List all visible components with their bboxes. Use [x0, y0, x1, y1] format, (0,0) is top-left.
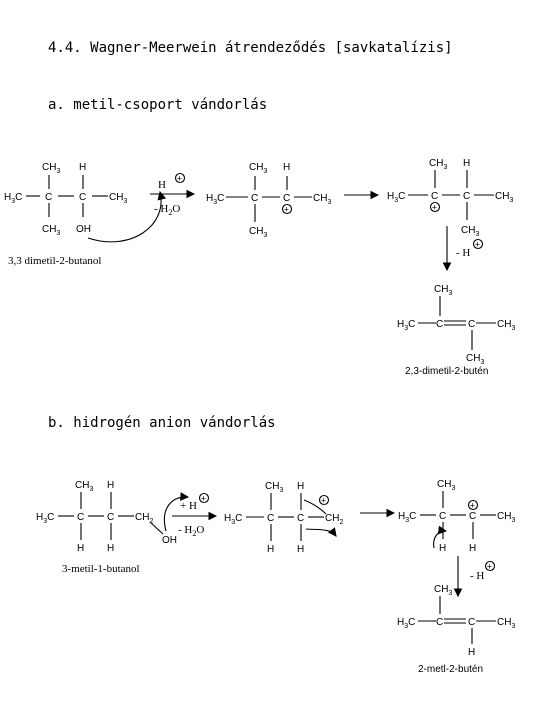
- page-title: 4.4. Wagner-Meerwein átrendeződés [savka…: [48, 40, 453, 56]
- reaction-arrow-a3: - H +: [442, 226, 484, 272]
- svg-text:C: C: [436, 319, 443, 330]
- svg-text:C: C: [439, 511, 446, 522]
- svg-text:+: +: [475, 240, 480, 250]
- svg-text:H3C: H3C: [398, 511, 416, 524]
- svg-text:H: H: [297, 481, 304, 492]
- svg-text:H: H: [107, 543, 114, 554]
- svg-text:C: C: [469, 511, 476, 522]
- molecule-a3: H3C C C CH3 CH3 H CH3 +: [387, 158, 513, 238]
- svg-text:+: +: [177, 174, 182, 184]
- svg-text:H3C: H3C: [4, 192, 22, 205]
- svg-text:H3C: H3C: [397, 617, 415, 630]
- svg-text:OH: OH: [76, 224, 91, 235]
- svg-text:CH2: CH2: [135, 512, 153, 525]
- svg-text:CH3: CH3: [249, 162, 267, 175]
- svg-text:H: H: [463, 158, 470, 169]
- curved-arrow-a: [87, 190, 167, 243]
- molecule-a4: H3C C C CH3 CH3 CH3: [397, 284, 515, 366]
- svg-text:+: +: [432, 203, 437, 213]
- svg-text:- H: - H: [470, 570, 484, 582]
- svg-text:C: C: [45, 192, 52, 203]
- svg-text:C: C: [107, 512, 114, 523]
- svg-text:CH3: CH3: [42, 162, 60, 175]
- reaction-arrow-b3: - H +: [453, 556, 496, 598]
- svg-text:H: H: [107, 480, 114, 491]
- svg-text:H3C: H3C: [224, 513, 242, 526]
- svg-text:H: H: [77, 543, 84, 554]
- svg-text:CH3: CH3: [429, 158, 447, 171]
- svg-text:C: C: [79, 192, 86, 203]
- svg-text:CH3: CH3: [466, 353, 484, 366]
- svg-text:H: H: [283, 162, 290, 173]
- svg-text:C: C: [77, 512, 84, 523]
- svg-text:H: H: [158, 179, 166, 191]
- molecule-b2: H3C C C CH2 CH3 H H H +: [224, 481, 343, 555]
- svg-text:C: C: [436, 617, 443, 628]
- svg-text:+: +: [321, 496, 326, 506]
- product-name-a: 2,3-dimetil-2-butén: [405, 366, 488, 377]
- reaction-arrow-b1: + H + - H2O: [172, 492, 218, 538]
- svg-text:H3C: H3C: [397, 319, 415, 332]
- svg-text:CH3: CH3: [434, 584, 452, 597]
- start-name-a: 3,3 dimetil-2-butanol: [8, 255, 101, 267]
- start-name-b: 3-metil-1-butanol: [62, 563, 140, 575]
- svg-text:C: C: [283, 193, 290, 204]
- svg-text:C: C: [463, 191, 470, 202]
- curved-arrow-b1: [164, 492, 190, 532]
- molecule-b3: H3C C C CH3 CH3 H H +: [398, 479, 515, 554]
- section-a-heading: a. metil-csoport vándorlás: [48, 97, 268, 113]
- section-b-heading: b. hidrogén anion vándorlás: [48, 415, 276, 431]
- svg-text:CH3: CH3: [434, 284, 452, 297]
- svg-text:H: H: [469, 543, 476, 554]
- svg-text:C: C: [468, 319, 475, 330]
- svg-text:- H: - H: [456, 247, 470, 259]
- product-name-b: 2-metl-2-butén: [418, 664, 483, 675]
- svg-text:CH2: CH2: [325, 513, 343, 526]
- svg-text:CH3: CH3: [497, 617, 515, 630]
- svg-text:H: H: [468, 647, 475, 658]
- reaction-arrow-a1: H + - H2O: [150, 172, 196, 217]
- svg-text:C: C: [468, 617, 475, 628]
- svg-text:H3C: H3C: [36, 512, 54, 525]
- svg-text:- H2O: - H2O: [154, 203, 180, 217]
- svg-text:CH3: CH3: [265, 481, 283, 494]
- svg-text:+: +: [487, 562, 492, 572]
- svg-text:CH3: CH3: [42, 224, 60, 237]
- molecule-a1: H3C C C CH3 CH3 H CH3 OH: [4, 162, 127, 237]
- molecule-a2: H3C C C CH3 CH3 H CH3 +: [206, 162, 331, 239]
- svg-text:H: H: [79, 162, 86, 173]
- svg-text:CH3: CH3: [497, 319, 515, 332]
- svg-text:+ H: + H: [180, 500, 197, 512]
- svg-text:C: C: [297, 513, 304, 524]
- svg-text:+: +: [284, 205, 289, 215]
- svg-text:CH3: CH3: [495, 191, 513, 204]
- svg-text:CH3: CH3: [497, 511, 515, 524]
- svg-text:H: H: [439, 543, 446, 554]
- svg-text:CH3: CH3: [109, 192, 127, 205]
- svg-text:H3C: H3C: [387, 191, 405, 204]
- svg-text:H: H: [297, 544, 304, 555]
- molecule-b4: H3C C C CH3 CH3 H: [397, 584, 515, 658]
- molecule-b1: H3C C C CH2 CH3 H H H OH: [36, 480, 177, 554]
- svg-text:CH3: CH3: [75, 480, 93, 493]
- svg-text:H3C: H3C: [206, 193, 224, 206]
- svg-text:C: C: [251, 193, 258, 204]
- svg-text:+: +: [470, 501, 475, 511]
- svg-text:C: C: [431, 191, 438, 202]
- svg-text:H: H: [267, 544, 274, 555]
- svg-text:CH3: CH3: [437, 479, 455, 492]
- svg-text:CH3: CH3: [249, 226, 267, 239]
- svg-text:+: +: [201, 494, 206, 504]
- svg-text:CH3: CH3: [461, 225, 479, 238]
- svg-text:CH3: CH3: [313, 193, 331, 206]
- svg-text:C: C: [267, 513, 274, 524]
- svg-text:OH: OH: [162, 535, 177, 546]
- svg-text:- H2O: - H2O: [178, 524, 204, 538]
